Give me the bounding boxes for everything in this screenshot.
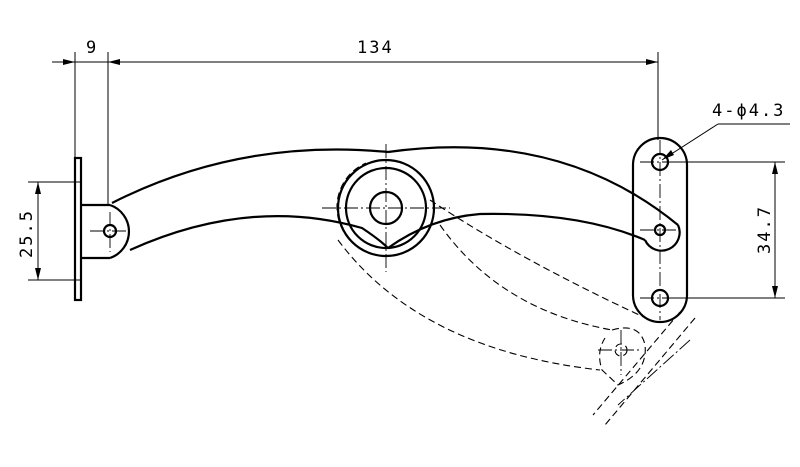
arrow-head: [772, 162, 778, 174]
dimension-height-right-label: 34.7: [755, 205, 775, 254]
arrow-head: [35, 268, 41, 280]
arrow-head: [646, 59, 658, 65]
plate-flange: [73, 156, 83, 302]
arrow-head: [35, 182, 41, 194]
right-mounting-plate: [631, 136, 689, 324]
arm-lower-edge-left: [129, 214, 389, 252]
right-dimension: 34.7: [672, 161, 785, 299]
dimension-height-left-label: 25.5: [17, 209, 37, 258]
hinge-boss: [322, 144, 450, 272]
knuckle: [109, 203, 131, 260]
arrow-head: [108, 59, 120, 65]
arm-lower-edge-right: [387, 212, 646, 249]
curved-arm: [111, 146, 681, 252]
slot-plate: [631, 136, 689, 324]
hole-spec-label: 4-ϕ4.3: [712, 101, 785, 121]
arm-tip: [643, 224, 681, 252]
dimension-length-label: 134: [357, 38, 394, 58]
phantom-arm-upper: [429, 199, 651, 321]
left-dimension: 25.5: [17, 181, 80, 281]
swing-position-phantom: [336, 162, 696, 426]
hole-callout: 4-ϕ4.3: [661, 101, 790, 161]
arrow-head: [772, 286, 778, 298]
top-dimension: 9 134: [52, 38, 659, 205]
phantom-arm-inner: [439, 224, 613, 331]
arrow-head: [63, 59, 75, 65]
phantom-knuckle: [599, 327, 646, 386]
arm-upper-edge-right: [387, 146, 679, 226]
dimension-offset-label: 9: [86, 38, 98, 58]
left-mounting-plate: [73, 156, 131, 302]
phantom-boss-arc: [336, 162, 367, 241]
phantom-arm-outer: [337, 239, 601, 371]
arrow-head: [662, 150, 674, 160]
centerline: [617, 339, 691, 406]
phantom-plate-edge-inner: [592, 311, 681, 416]
arm-upper-edge-left: [111, 148, 389, 204]
phantom-plate-edge-outer: [604, 317, 696, 426]
